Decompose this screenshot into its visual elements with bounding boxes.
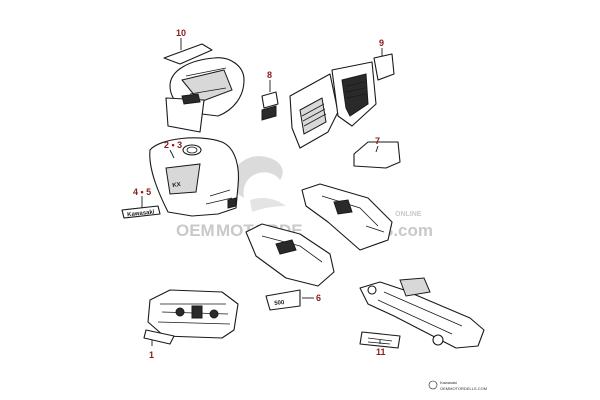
- emblem-text: Kawasaki: [127, 209, 155, 218]
- side-decal-text: 500: [274, 300, 285, 307]
- watermark-tag: ONLINE: [395, 211, 422, 218]
- part-side-cover-right: [301, 183, 393, 251]
- part-6-side-decal: 500: [265, 289, 301, 311]
- callout-11: 11: [376, 347, 386, 357]
- callout-10: 10: [176, 28, 186, 38]
- credit-mark: Kawasaki OEMMOTORDELLS.COM: [428, 380, 487, 391]
- callout-9: 9: [379, 38, 384, 48]
- part-radiator-shroud-left: [289, 73, 339, 149]
- callout-2-3: 2 • 3: [164, 140, 182, 150]
- part-swingarm: [359, 277, 485, 349]
- watermark-text-end: S.com: [382, 221, 433, 240]
- part-4-5-tank-emblem: Kawasaki: [121, 205, 161, 219]
- credit-line-2: OEMMOTORDELLS.COM: [440, 386, 487, 391]
- part-8-decal: [261, 91, 279, 121]
- part-1-frame-cradle: [143, 289, 239, 345]
- part-7-decal: [353, 141, 401, 169]
- watermark-bird-logo: [230, 156, 286, 212]
- callout-7: 7: [375, 136, 380, 146]
- callouts: 10 8 9 7 2 • 3 4 • 5 6 1 11: [133, 28, 386, 360]
- leader-lines: [141, 38, 383, 346]
- part-9-decal: [373, 53, 395, 81]
- credit-logo-icon: [428, 380, 438, 390]
- callout-1: 1: [149, 350, 154, 360]
- credit-line-1: Kawasaki: [440, 380, 457, 385]
- part-10-headlight-cowl: [163, 43, 245, 133]
- part-2-3-fuel-tank: KX: [149, 137, 240, 217]
- callout-6: 6: [316, 293, 321, 303]
- tank-decal-text: KX: [172, 182, 181, 189]
- part-radiator-shroud-right: [331, 61, 377, 127]
- callout-4-5: 4 • 5: [133, 187, 151, 197]
- part-side-cover-left: [245, 223, 335, 287]
- callout-8: 8: [267, 70, 272, 80]
- watermark-text-left: OEM: [176, 221, 215, 240]
